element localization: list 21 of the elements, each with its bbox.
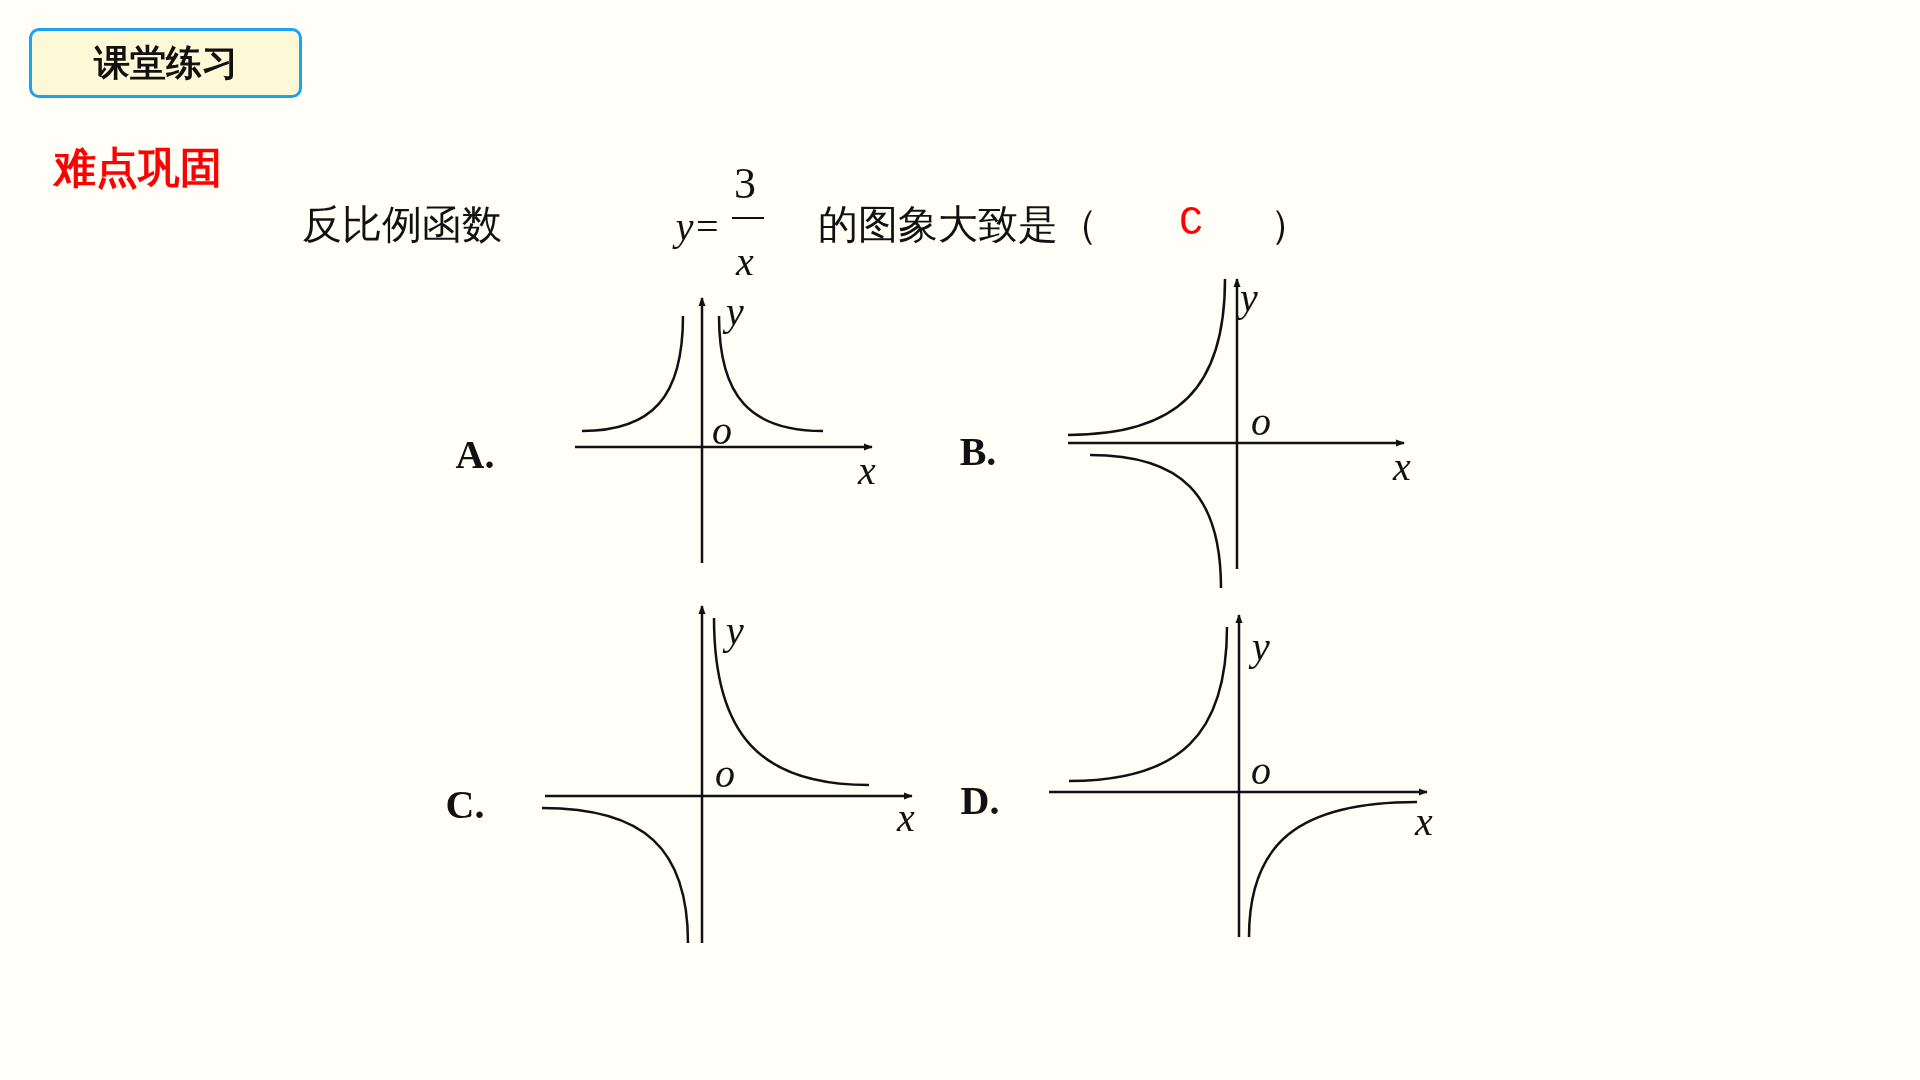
- fraction-numerator: 3: [734, 162, 756, 206]
- axis-label: x: [858, 451, 876, 491]
- option-letter: B.: [959, 432, 997, 472]
- section-badge: 课堂练习: [29, 28, 302, 98]
- option-letter: D.: [960, 781, 1000, 821]
- question-text: ）: [1270, 204, 1310, 244]
- section-heading: 难点巩固: [54, 147, 222, 189]
- axis-label: x: [1393, 447, 1411, 487]
- origin-label: o: [715, 754, 735, 794]
- axis-label: x: [897, 798, 915, 838]
- axis-label: x: [1415, 802, 1433, 842]
- option-letter: A.: [455, 435, 495, 475]
- origin-label: o: [712, 411, 732, 451]
- answer-letter: C: [1179, 204, 1203, 244]
- axis-label: y: [1240, 278, 1258, 318]
- question-text: 的图象大致是（: [818, 204, 1098, 244]
- origin-label: o: [1251, 751, 1271, 791]
- question-text: 反比例函数: [302, 204, 502, 244]
- math-variable: x: [736, 242, 754, 282]
- origin-label: o: [1251, 402, 1271, 442]
- option-letter: C.: [445, 785, 485, 825]
